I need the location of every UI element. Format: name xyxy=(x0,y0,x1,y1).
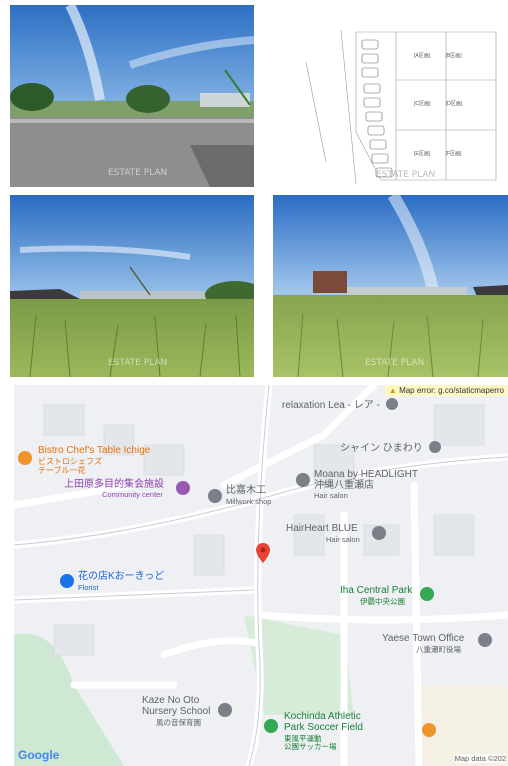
watermark: ESTATE PLAN xyxy=(365,358,425,368)
watermark: ESTATE PLAN xyxy=(108,168,168,178)
place-pin-icon xyxy=(386,398,399,410)
place-pin-icon xyxy=(372,526,386,540)
photo-field-right-image xyxy=(273,195,508,377)
restaurant-icon[interactable] xyxy=(422,723,436,737)
map-error-banner: ▲ Map error: g.co/staticmaperro xyxy=(384,385,508,396)
place-pin-icon xyxy=(296,473,310,487)
lot-labels-row-2: [C区画] [D区画] xyxy=(414,101,463,107)
park-icon xyxy=(264,719,278,733)
photo-field-right: ESTATE PLAN xyxy=(273,195,508,377)
place-pin-icon xyxy=(478,633,492,647)
warning-icon: ▲ xyxy=(388,386,397,395)
map-roads xyxy=(14,385,508,766)
community-center-icon xyxy=(176,481,190,495)
school-icon xyxy=(218,703,232,717)
place-pin-icon xyxy=(429,441,442,453)
watermark: ESTATE PLAN xyxy=(108,358,168,368)
photo-field-left: ESTATE PLAN xyxy=(10,195,254,377)
map-attribution: Map data ©202 xyxy=(454,754,506,763)
location-marker-icon[interactable] xyxy=(256,543,270,563)
place-shine-himawari[interactable]: シャイン ひまわり xyxy=(340,438,442,456)
google-logo: Google xyxy=(18,748,60,762)
photo-road-view: ESTATE PLAN xyxy=(10,5,254,187)
site-plan-image xyxy=(305,29,497,185)
lot-labels-row-3: [E区画] [F区画] xyxy=(414,151,462,157)
shopping-bag-icon xyxy=(60,574,74,588)
photo-road-image xyxy=(10,5,254,187)
place-pin-icon xyxy=(208,489,222,503)
place-relaxation-lea[interactable]: relaxation Lea - レア - xyxy=(282,395,399,413)
map-panel[interactable]: ▲ Map error: g.co/staticmaperro relaxati… xyxy=(14,385,508,766)
site-plan-drawing: [A区画] [B区画] [C区画] [D区画] [E区画] [F区画] ESTA… xyxy=(296,12,508,187)
watermark: ESTATE PLAN xyxy=(376,170,436,180)
restaurant-icon xyxy=(18,451,32,465)
photo-field-left-image xyxy=(10,195,254,377)
lot-labels-row-1: [A区画] [B区画] xyxy=(414,53,462,59)
park-tree-icon xyxy=(420,587,434,601)
